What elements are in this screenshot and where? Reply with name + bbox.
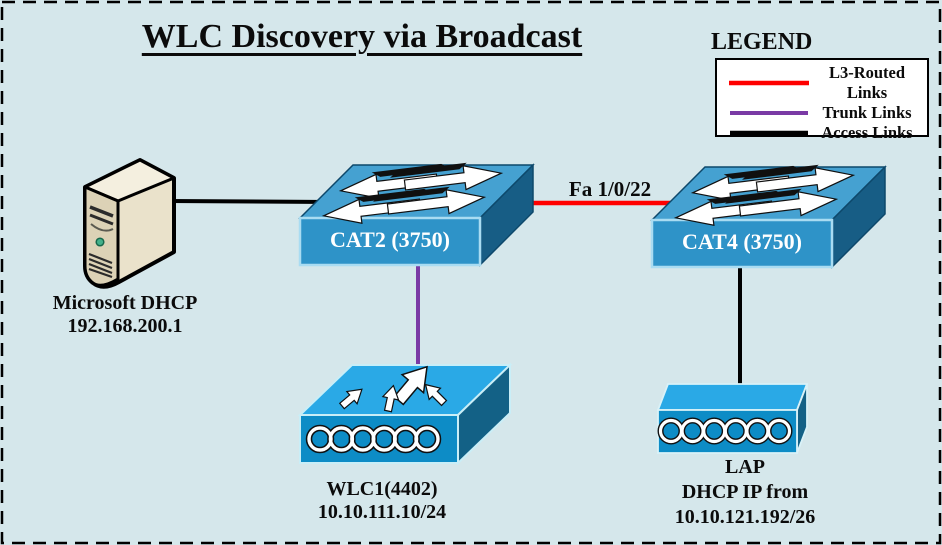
wlc-name: WLC1(4402) (326, 478, 438, 500)
server-icon (83, 158, 176, 289)
trunk-link-swatch-icon (730, 111, 808, 115)
lap-name: LAP (725, 456, 765, 478)
wlc-coil-pattern (305, 424, 442, 454)
legend-box: L3-Routed Links Trunk Links Access Links (715, 58, 929, 142)
server-vents (88, 252, 113, 279)
lap-coil-pattern (657, 417, 793, 445)
cat2-label: CAT2 (3750) (330, 227, 450, 252)
dhcp-server-name: Microsoft DHCP (52, 292, 198, 314)
lap-icon (656, 383, 809, 454)
dhcp-server-ip: 192.168.200.1 (67, 315, 183, 337)
legend-item-label: Access Links (821, 123, 913, 142)
legend-item-l3-routed: L3-Routed Links (727, 63, 923, 103)
legend-title: LEGEND (711, 29, 813, 55)
l3-link-port-label: Fa 1/0/22 (568, 177, 652, 201)
wlc-ip: 10.10.111.10/24 (317, 501, 447, 523)
page-title: WLC Discovery via Broadcast (141, 18, 583, 55)
lap-subnet: 10.10.121.192/26 (674, 506, 816, 528)
wlc-icon (297, 357, 513, 466)
server-led (95, 237, 105, 247)
access-link-server-cat2 (167, 199, 331, 204)
l3-link-swatch-icon (729, 80, 809, 86)
legend-item-access: Access Links (727, 123, 923, 143)
legend-item-trunk: Trunk Links (727, 103, 923, 123)
lap-dhcp-from: DHCP IP from (681, 481, 809, 503)
legend-item-label: L3-Routed Links (828, 63, 906, 102)
access-link-swatch-icon (730, 130, 808, 136)
legend-item-label: Trunk Links (822, 103, 912, 122)
cat4-label: CAT4 (3750) (682, 229, 802, 254)
